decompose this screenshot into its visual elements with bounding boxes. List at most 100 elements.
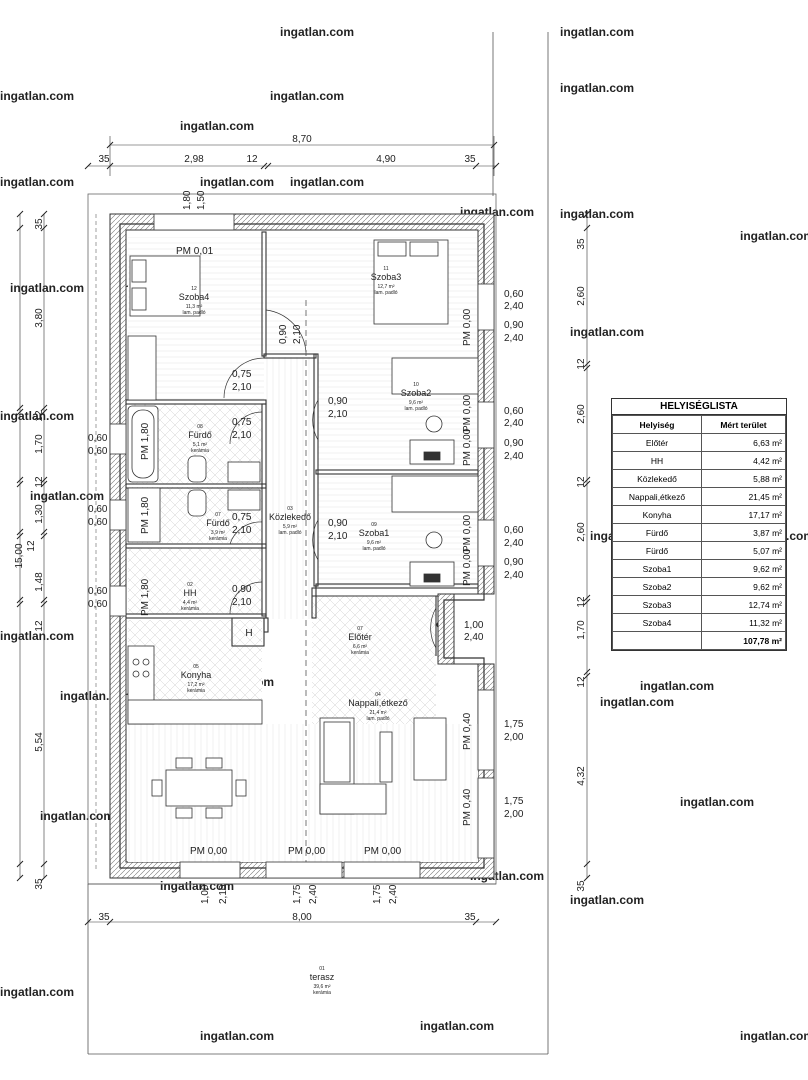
dimension-tick bbox=[106, 918, 114, 926]
room-area-cell: 4,42 m² bbox=[701, 451, 786, 470]
dimension-tick bbox=[472, 918, 480, 926]
level-label: PM 0,00 bbox=[364, 846, 402, 857]
window-height: 2,00 bbox=[504, 732, 524, 743]
watermark-text: ingatlan.com bbox=[560, 81, 634, 95]
dim-bottom-overall: 8,00 bbox=[292, 912, 312, 923]
door-height: 2,10 bbox=[232, 597, 252, 608]
room-name-cell: Szoba4 bbox=[612, 613, 702, 632]
room-area: 17,2 m² bbox=[188, 682, 205, 688]
dimension-tick bbox=[492, 162, 500, 170]
door-height: 2,10 bbox=[232, 430, 252, 441]
dimension-tick bbox=[40, 480, 48, 488]
dimension-tick bbox=[106, 141, 114, 149]
room-area-cell: 12,74 m² bbox=[701, 595, 786, 614]
room-area-cell: 9,62 m² bbox=[701, 577, 786, 596]
watermark-text: ingatlan.com bbox=[10, 281, 84, 295]
window-height: 0,60 bbox=[88, 599, 108, 610]
window-width: 0,60 bbox=[88, 433, 108, 444]
level-label: PM 1,80 bbox=[140, 578, 151, 616]
windows-right bbox=[477, 283, 495, 859]
dimension-tick bbox=[583, 672, 591, 680]
door-height: 2,10 bbox=[292, 324, 303, 344]
room-label-eloter: 07 Előtér 6,6 m² kerámia bbox=[348, 626, 372, 656]
watermark-text: ingatlan.com bbox=[680, 795, 754, 809]
toilet-2 bbox=[187, 489, 207, 517]
room-label-furdo-2: 07 Fürdő 3,9 m² kerámia bbox=[206, 512, 230, 542]
level-label: PM 0,00 bbox=[462, 514, 473, 552]
room-area-cell: 5,07 m² bbox=[701, 541, 786, 560]
door-height: 2,10 bbox=[328, 531, 348, 542]
watermark-text: ingatlan.com bbox=[280, 25, 354, 39]
room-label-hh: 02 HH 4,4 m² kerámia bbox=[181, 582, 199, 612]
dim-top-part: 12 bbox=[246, 154, 258, 165]
window-width: 1,75 bbox=[504, 719, 524, 730]
room-number: 04 bbox=[375, 692, 381, 698]
window-width: 0,60 bbox=[88, 504, 108, 515]
window-width: 0,60 bbox=[504, 289, 524, 300]
dim-right-part: 12 bbox=[576, 676, 587, 688]
bathtub bbox=[127, 405, 159, 483]
dimension-tick bbox=[583, 874, 591, 882]
door-height: 2,10 bbox=[232, 382, 252, 393]
level-label: PM 0,01 bbox=[176, 246, 214, 257]
room-name: HH bbox=[184, 588, 197, 598]
column-header: Mért terület bbox=[701, 415, 786, 434]
dimension-tick bbox=[40, 408, 48, 416]
toilet-1 bbox=[187, 455, 207, 483]
watermark-text: ingatlan.com bbox=[40, 809, 114, 823]
room-name: Szoba4 bbox=[179, 292, 210, 302]
room-number: 07 bbox=[357, 626, 363, 632]
watermark-text: ingatlan.com bbox=[560, 25, 634, 39]
dim-right-part: 2,60 bbox=[576, 522, 587, 542]
room-area: 11,3 m² bbox=[186, 304, 203, 310]
watermark-text: ingatlan.com bbox=[180, 119, 254, 133]
dim-right-part: 35 bbox=[576, 880, 587, 892]
room-area-cell: 11,32 m² bbox=[701, 613, 786, 632]
room-label-szoba1: 09 Szoba1 9,6 m² lam. padló bbox=[359, 522, 390, 552]
room-area: 9,6 m² bbox=[409, 400, 424, 406]
dim-right-part: 1,70 bbox=[576, 620, 587, 640]
dim-right-part: 2,60 bbox=[576, 404, 587, 424]
dimension-tick bbox=[40, 600, 48, 608]
dim-left-part: 1,30 bbox=[34, 504, 45, 524]
dimension-tick bbox=[472, 162, 480, 170]
level-label: PM 0,00 bbox=[462, 394, 473, 432]
dimension-tick bbox=[583, 210, 591, 218]
room-number: 05 bbox=[193, 664, 199, 670]
dim-top-parts: 35 2,98 12 4,90 35 bbox=[98, 154, 476, 165]
shower-2 bbox=[127, 487, 161, 543]
room-name-cell: Fürdő bbox=[612, 523, 702, 542]
windows-bottom bbox=[179, 861, 421, 879]
watermark-text: ingatlan.com bbox=[570, 893, 644, 907]
room-name: Konyha bbox=[181, 670, 212, 680]
dimension-tick bbox=[583, 360, 591, 368]
dimension-tick bbox=[16, 874, 24, 882]
room-floor: lam. padló bbox=[362, 546, 385, 552]
dimension-tick bbox=[16, 404, 24, 412]
watermark-text: ingatlan.com bbox=[0, 409, 74, 423]
watermark-text: ingatlan.com bbox=[560, 207, 634, 221]
room-name: Fürdő bbox=[206, 518, 230, 528]
dimension-tick bbox=[583, 224, 591, 232]
room-area: 3,9 m² bbox=[211, 530, 226, 536]
level-label: PM 0,40 bbox=[462, 712, 473, 750]
windows-left bbox=[109, 423, 127, 617]
dim-right-part: 2,60 bbox=[576, 286, 587, 306]
room-name-cell: Szoba3 bbox=[612, 595, 702, 614]
column-header: Helyiség bbox=[612, 415, 702, 434]
watermark-text: ingatlan.com bbox=[570, 325, 644, 339]
terrace-outline bbox=[87, 32, 549, 1055]
room-name-cell: Közlekedő bbox=[612, 469, 702, 488]
dim-top-overall: 8,70 bbox=[292, 134, 312, 145]
window-height: 2,40 bbox=[504, 570, 524, 581]
window-height: 2,40 bbox=[504, 301, 524, 312]
dimension-tick bbox=[16, 600, 24, 608]
dimension-tick bbox=[583, 860, 591, 868]
total-area-cell: 107,78 m² bbox=[701, 631, 786, 650]
dim-left-part: 35 bbox=[34, 878, 45, 890]
room-name-cell: Konyha bbox=[612, 505, 702, 524]
